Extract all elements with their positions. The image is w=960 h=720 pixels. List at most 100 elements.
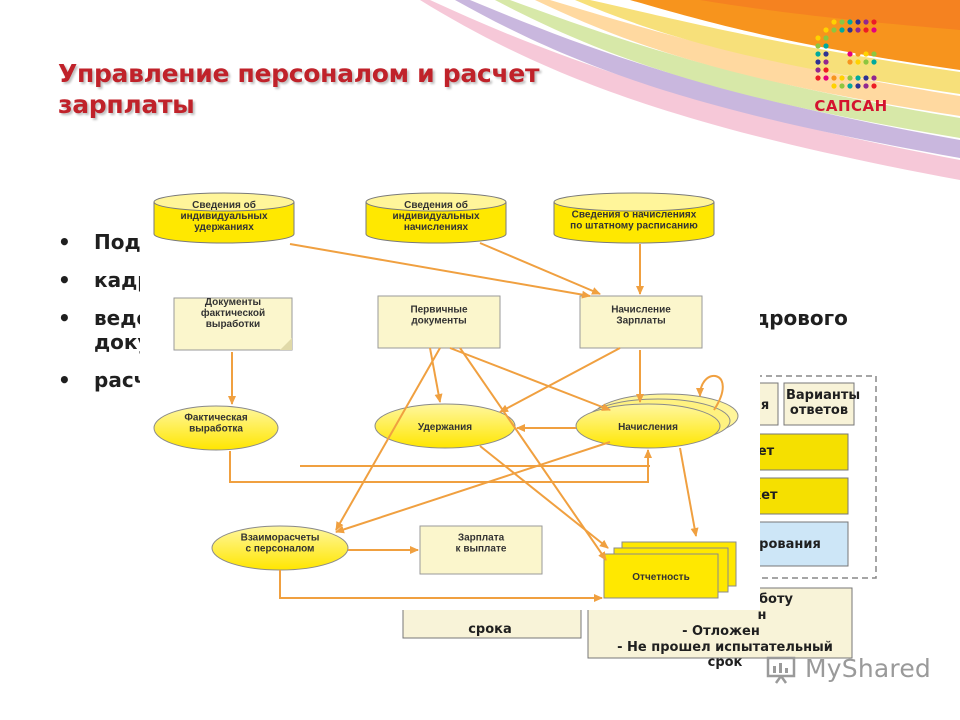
logo-dot: [855, 59, 861, 65]
watermark: MyShared: [805, 654, 931, 683]
panel-label: ет: [757, 444, 775, 459]
panel-label: - Не прошел испытательный срок: [617, 640, 833, 670]
slide-title: Управление персоналом и расчет зарплаты: [58, 59, 540, 119]
logo-dot: [863, 59, 869, 65]
label-line: индивидуальных: [392, 211, 480, 222]
doc-salary-accrual: [579, 295, 703, 349]
panel-label: я: [760, 398, 770, 413]
logo-dot: [847, 59, 853, 65]
label-line: Удержания: [418, 422, 472, 433]
logo-dot: [831, 75, 837, 81]
e3-label: Начисления: [618, 422, 678, 433]
doc-actual-output: [173, 297, 293, 351]
logo-dot: [863, 19, 869, 25]
logo-dot: [871, 59, 877, 65]
logo-dot: [831, 83, 837, 89]
sapsan-logo-icon: [815, 19, 877, 89]
panel-label: н: [757, 608, 767, 623]
logo-text: САПСАН: [814, 97, 888, 115]
logo-dot: [823, 51, 829, 57]
logo-dot: [863, 83, 869, 89]
label-line: Сведения о начислениях: [572, 210, 697, 221]
db-staff-schedule: [553, 192, 715, 244]
logo-dot: [823, 59, 829, 65]
logo-dot: [855, 19, 861, 25]
logo-dot: [855, 75, 861, 81]
panel-label: боту: [758, 592, 794, 607]
label-line: Документы: [205, 297, 261, 308]
label-line: документы: [411, 316, 466, 327]
logo-dot: [871, 51, 877, 57]
bullet-item: Под: [58, 230, 918, 254]
logo-dot: [831, 27, 837, 33]
label-line: начислениях: [404, 222, 469, 233]
logo-dot: [871, 83, 877, 89]
logo-dot: [823, 43, 829, 49]
label-line: выработки: [206, 318, 260, 330]
logo-dot: [839, 83, 845, 89]
rep-label: Отчетность: [632, 572, 689, 583]
doc-salary-to-pay: [419, 525, 543, 575]
label-line: Взаиморасчеты: [241, 533, 320, 544]
label-line: Начисление: [611, 305, 671, 316]
label-line: Отчетность: [632, 572, 689, 583]
logo-dot: [847, 19, 853, 25]
logo-dot: [823, 35, 829, 41]
logo-dot: [823, 27, 829, 33]
label-line: Сведения об: [404, 199, 468, 211]
logo-dot: [823, 75, 829, 81]
logo-dot: [815, 51, 821, 57]
logo-dot: [815, 67, 821, 73]
label-line: к выплате: [456, 544, 507, 555]
logo-dot: [815, 43, 821, 49]
label-line: Сведения об: [192, 199, 256, 211]
logo-dot: [871, 19, 877, 25]
logo-dot: [863, 51, 869, 57]
logo-dot: [855, 51, 861, 57]
logo-dot: [855, 83, 861, 89]
doc-primary: [377, 295, 501, 349]
db-individual-deductions: [153, 192, 295, 244]
ellipse-accruals: [575, 403, 721, 449]
label-line: Начисления: [618, 422, 678, 433]
e2-label: Удержания: [418, 422, 472, 433]
logo-dot: [847, 75, 853, 81]
label-line: индивидуальных: [180, 211, 268, 222]
label-line: выработка: [189, 423, 243, 435]
label-line: Зарплаты: [616, 316, 665, 327]
logo-dot: [831, 19, 837, 25]
panel-label: срока: [468, 622, 512, 637]
presentation-icon: [766, 656, 796, 684]
label-line: Зарплата: [458, 533, 505, 544]
logo-dot: [815, 27, 821, 33]
logo-dot: [839, 19, 845, 25]
logo-dot: [863, 75, 869, 81]
logo-dot: [847, 51, 853, 57]
panel-label: рования: [759, 537, 821, 552]
ellipse-deductions: [374, 403, 516, 449]
ellipse-actual-output: [153, 405, 279, 451]
label-line: с персоналом: [246, 544, 315, 555]
panel-label: - Отложен: [682, 624, 760, 639]
logo-dot: [839, 75, 845, 81]
label-line: удержаниях: [194, 222, 254, 233]
logo-dot: [839, 27, 845, 33]
logo-dot: [863, 27, 869, 33]
label-line: Первичные: [410, 305, 468, 316]
label-line: Фактическая: [184, 413, 248, 424]
logo-dot: [847, 27, 853, 33]
db-individual-accruals: [365, 192, 507, 244]
logo-dot: [855, 27, 861, 33]
bullet-item: расч: [58, 368, 918, 392]
panel-label: Варианты ответов: [786, 388, 861, 418]
logo-dot: [871, 75, 877, 81]
logo-dot: [823, 67, 829, 73]
label-line: по штатному расписанию: [570, 221, 698, 232]
